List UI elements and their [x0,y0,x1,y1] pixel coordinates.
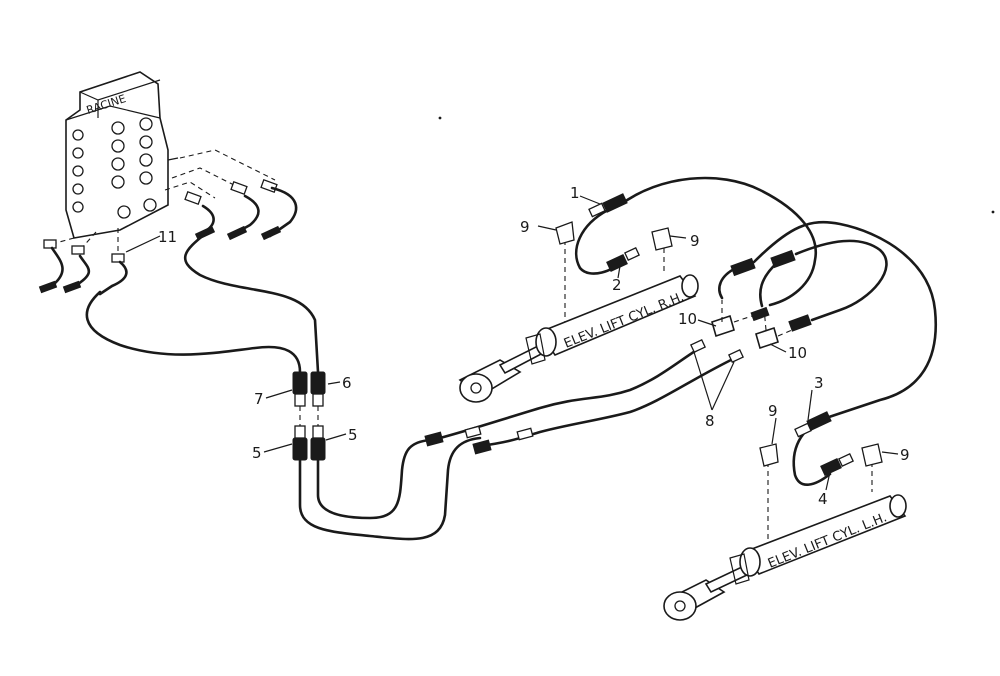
lh-lift-cylinder: ELEV. LIFT CYL. L.H. [663,443,907,621]
callout-2: 2 [612,276,622,294]
couplers-column [292,371,326,461]
callout-4: 4 [818,490,828,508]
callout-11: 11 [158,228,177,246]
callout-9-rh-right: 9 [690,232,700,250]
callout-6: 6 [342,374,352,392]
valve-top-fittings [164,149,298,241]
stray-dot [991,210,995,214]
rh-cylinder-hoses [574,176,818,307]
control-valve: RACINE [65,71,169,239]
callout-5-right: 5 [348,426,358,444]
callout-3: 3 [814,374,824,392]
callout-1: 1 [570,184,580,202]
callout-8: 8 [705,412,715,430]
callout-10-upper: 10 [678,310,697,328]
steel-tubes [424,338,744,455]
callout-10-lower: 10 [788,344,807,362]
callout-9-lh-right: 9 [900,446,910,464]
valve-ports [72,117,157,219]
callout-leaders [125,195,899,491]
lh-cylinder-hoses [792,411,854,486]
callout-7: 7 [254,390,264,408]
callout-5-left: 5 [252,444,262,462]
rh-lift-cylinder: ELEV. LIFT CYL. R.H. [458,221,699,403]
callout-9-rh-left: 9 [520,218,530,236]
valve-bottom-fittings [38,228,128,296]
callout-9-lh-left: 9 [768,402,778,420]
callout-numbers: 1 2 3 4 5 5 6 7 8 9 9 9 9 10 10 11 [158,184,910,508]
stray-dot [438,116,442,120]
main-hoses [85,232,482,541]
tee-fittings [711,220,938,420]
